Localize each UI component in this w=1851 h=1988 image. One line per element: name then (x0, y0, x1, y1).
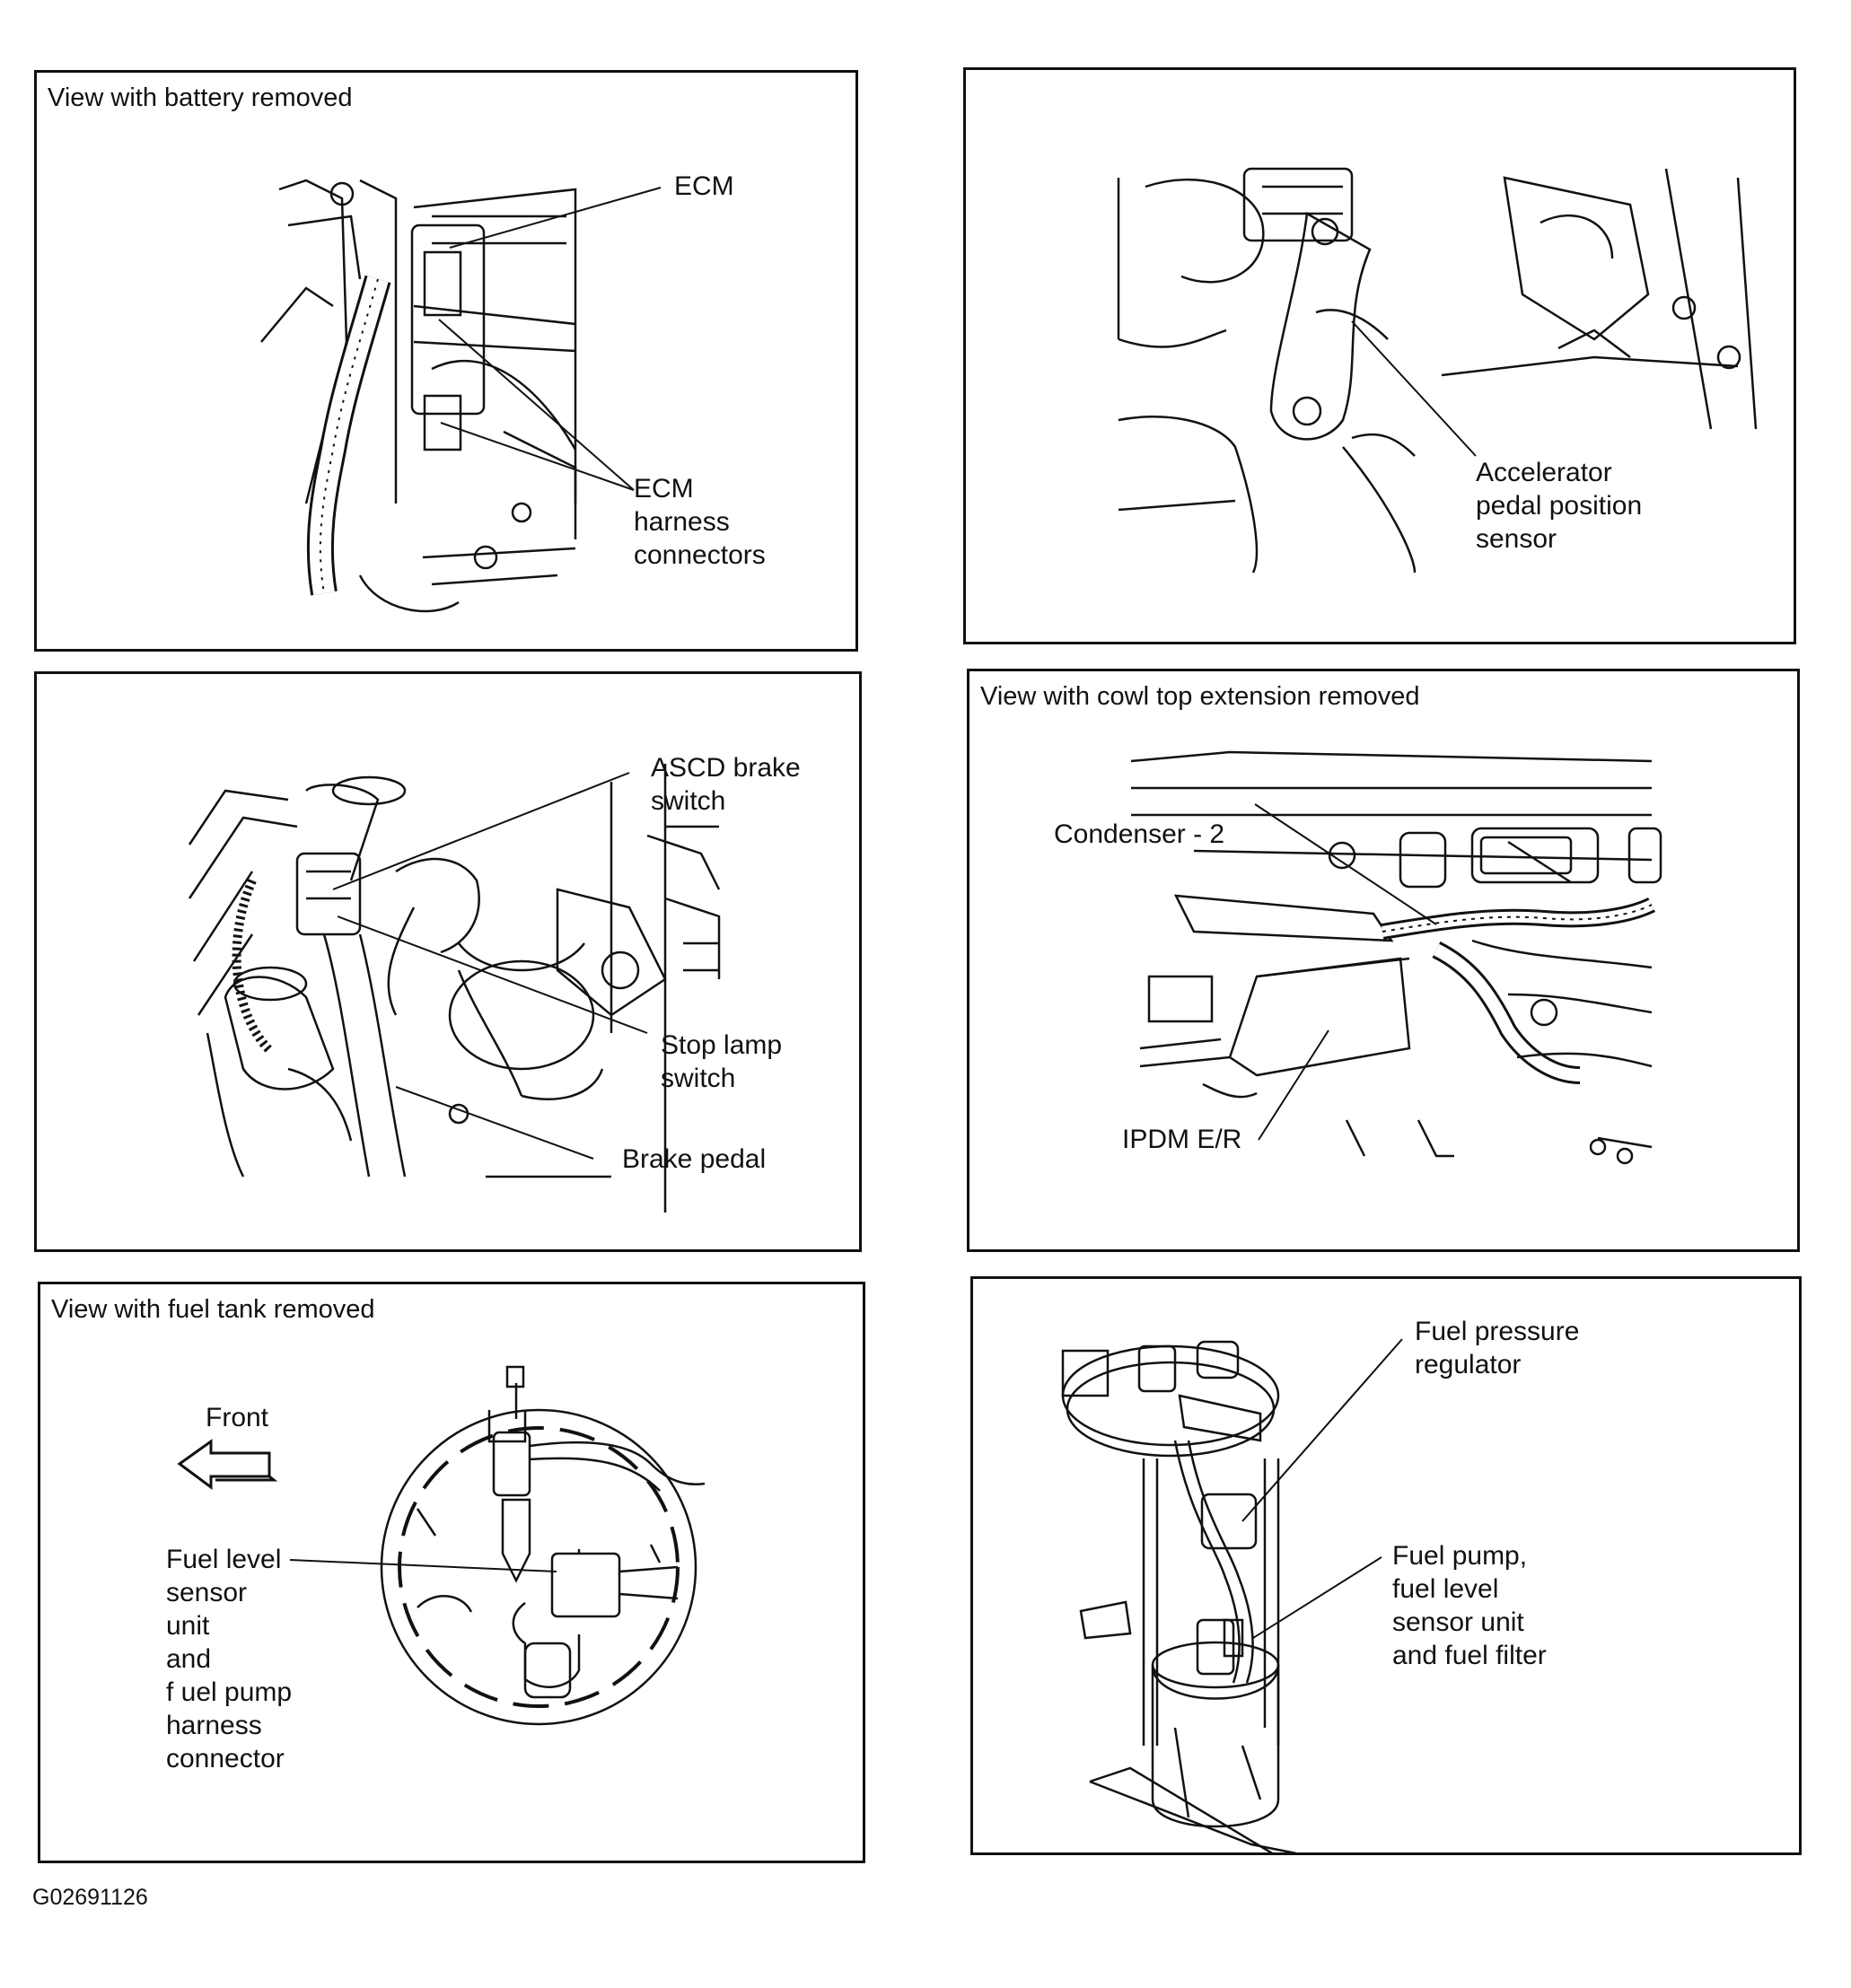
panel-fuel-pump: Fuel pressure regulator Fuel pump, fuel … (970, 1276, 1802, 1855)
panel-title-ecm: View with battery removed (48, 83, 353, 112)
brake-switch-illustration (37, 674, 859, 1249)
callout-ecm-harness-connectors: ECM harness connectors (634, 474, 766, 570)
panel-ecm: View with battery removed (34, 70, 858, 652)
callout-accelerator-pedal-position-sensor: Accelerator pedal position sensor (1476, 458, 1643, 554)
panel-brake-switch: ASCD brake switch Stop lamp switch Brake… (34, 671, 862, 1252)
callout-brake-pedal: Brake pedal (622, 1144, 767, 1174)
panel-ipdm: View with cowl top extension removed (967, 669, 1800, 1252)
callout-stop-lamp-switch: Stop lamp switch (661, 1030, 783, 1093)
panel-fuel-tank: View with fuel tank removed (38, 1282, 865, 1863)
figure-id: G02691126 (32, 1885, 148, 1910)
accelerator-pedal-illustration (966, 70, 1794, 642)
panel-title-fuel-tank: View with fuel tank removed (51, 1295, 375, 1324)
panel-accelerator-pedal: Accelerator pedal position sensor (963, 67, 1796, 644)
callout-fuel-level-sensor-unit: Fuel level sensor unit and f uel pump ha… (166, 1545, 293, 1773)
fuel-tank-illustration (40, 1284, 863, 1861)
callout-ipdm-er: IPDM E/R (1122, 1125, 1242, 1154)
ipdm-illustration (969, 671, 1797, 1249)
callout-fuel-pump-sensor-filter: Fuel pump, fuel level sensor unit and fu… (1392, 1541, 1547, 1670)
callout-fuel-pressure-regulator: Fuel pressure regulator (1415, 1317, 1580, 1379)
callout-front: Front (206, 1403, 269, 1432)
callout-condenser-2: Condenser - 2 (1054, 819, 1225, 849)
front-arrow-icon (180, 1441, 269, 1487)
callout-ecm: ECM (674, 171, 734, 201)
fuel-pump-illustration (973, 1279, 1799, 1852)
panel-title-ipdm: View with cowl top extension removed (980, 682, 1420, 711)
ecm-illustration (37, 73, 855, 649)
callout-ascd-brake-switch: ASCD brake switch (651, 753, 801, 816)
